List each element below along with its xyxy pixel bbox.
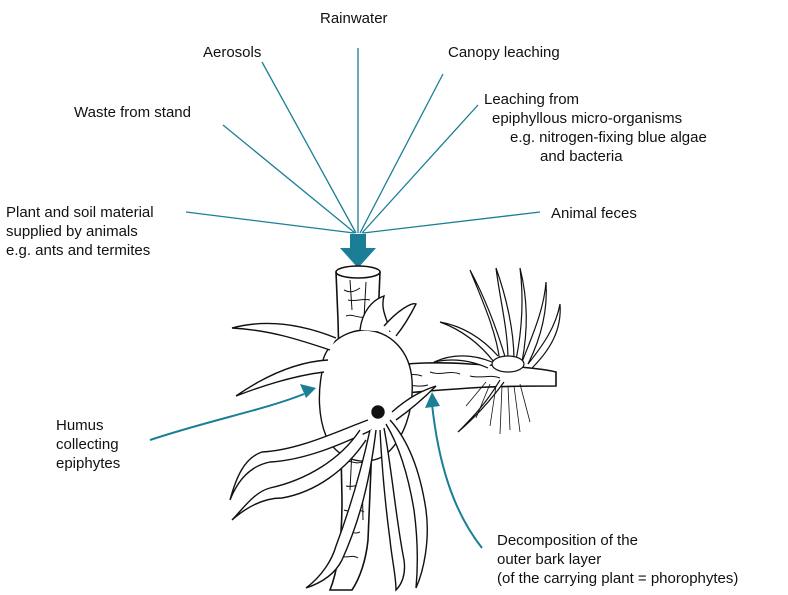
label-leaching-micro-line-1: Leaching from: [484, 90, 707, 109]
label-leaching-micro-line-3: e.g. nitrogen-fixing blue algae: [484, 128, 707, 147]
label-humus-line-2: collecting: [56, 435, 120, 454]
label-leaching-micro-line-2: epiphyllous micro-organisms: [484, 109, 707, 128]
down-arrow: [340, 234, 376, 268]
humus-epiphyte-illustration: [230, 296, 436, 590]
label-decomposition-line-2: outer bark layer: [497, 550, 738, 569]
label-plant-soil-line-3: e.g. ants and termites: [6, 241, 154, 260]
label-decomposition: Decomposition of the outer bark layer (o…: [497, 531, 738, 588]
label-animal-feces: Animal feces: [551, 204, 637, 223]
label-humus-line-3: epiphytes: [56, 454, 120, 473]
arrow-humus-head: [300, 384, 316, 398]
line-plant-soil-animals: [186, 212, 354, 233]
orchid-epiphyte-illustration: [434, 268, 560, 434]
line-leaching-micro: [362, 105, 478, 233]
label-aerosols: Aerosols: [203, 43, 261, 62]
label-rainwater: Rainwater: [320, 9, 388, 28]
label-plant-soil-line-1: Plant and soil material: [6, 203, 154, 222]
line-waste-from-stand: [223, 125, 355, 233]
label-leaching-micro-line-4: and bacteria: [484, 147, 707, 166]
label-decomposition-line-1: Decomposition of the: [497, 531, 738, 550]
arrow-humus-epiphytes: [150, 394, 304, 440]
label-canopy-leaching: Canopy leaching: [448, 43, 560, 62]
line-animal-feces: [363, 212, 540, 233]
label-plant-soil-animals: Plant and soil material supplied by anim…: [6, 203, 154, 260]
line-aerosols: [262, 62, 356, 233]
label-humus-line-1: Humus: [56, 416, 120, 435]
label-humus-epiphytes: Humus collecting epiphytes: [56, 416, 120, 473]
label-plant-soil-line-2: supplied by animals: [6, 222, 154, 241]
label-leaching-micro: Leaching from epiphyllous micro-organism…: [484, 90, 707, 166]
arrow-decomposition: [432, 404, 482, 548]
line-canopy-leaching: [360, 74, 443, 233]
label-waste-from-stand: Waste from stand: [74, 103, 191, 122]
label-decomposition-line-3: (of the carrying plant = phorophytes): [497, 569, 738, 588]
